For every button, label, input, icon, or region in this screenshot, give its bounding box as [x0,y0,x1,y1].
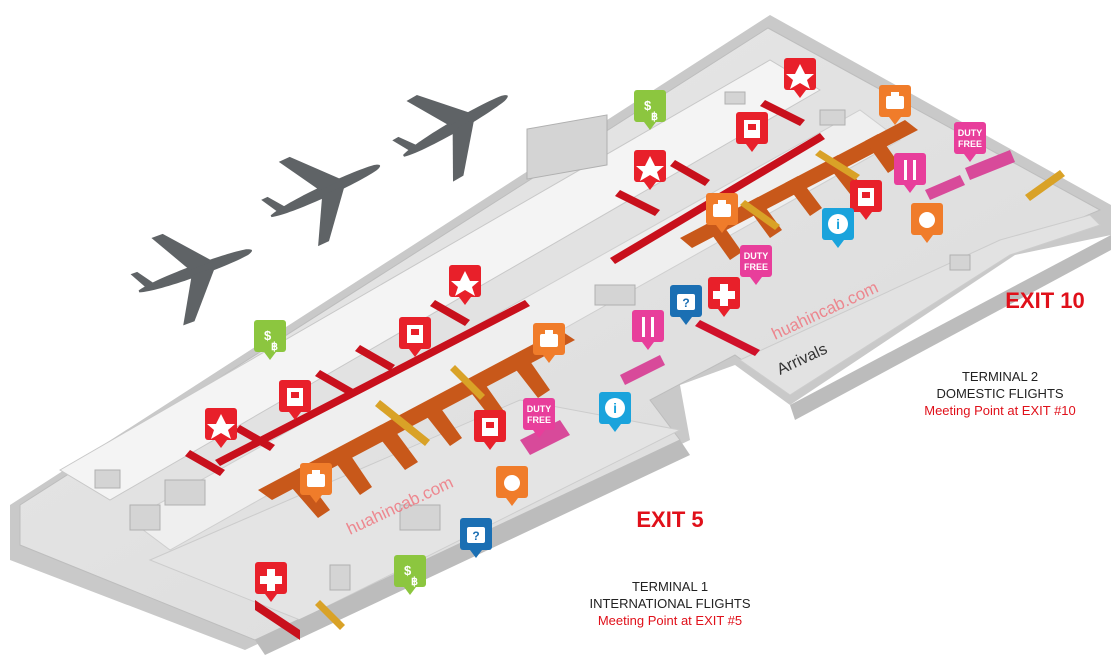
information-icon: i [599,392,631,432]
terminal-2-title: TERMINAL 2 [961,369,1039,384]
svg-text:FREE: FREE [527,415,551,425]
kiosks [94,91,971,591]
baggage-claim-icon [300,463,332,503]
currency-exchange-icon: $฿ [394,555,426,595]
security-icon [784,58,816,98]
airplanes [130,95,508,326]
svg-text:FREE: FREE [958,139,982,149]
security-icon [634,150,666,190]
svg-text:i: i [836,216,840,232]
lost-property-icon [911,203,943,243]
terminal-1-meeting-point: Meeting Point at EXIT #5 [597,613,743,628]
security-icon [449,265,481,305]
terminal-2-meeting-point: Meeting Point at EXIT #10 [924,403,1076,418]
svg-text:$: $ [404,563,412,578]
exit-10-label: EXIT 10 [1005,288,1085,313]
svg-text:$: $ [644,98,652,113]
svg-text:฿: ฿ [271,341,278,353]
first-aid-icon [255,562,287,602]
exit-5-label: EXIT 5 [636,507,704,532]
terminal-1-info: TERMINAL 1 INTERNATIONAL FLIGHTS Meeting… [560,578,780,629]
airplane-icon [130,233,252,326]
terminal-2-info: TERMINAL 2 DOMESTIC FLIGHTS Meeting Poin… [905,368,1095,419]
customs-icon [474,410,506,450]
svg-text:DUTY: DUTY [958,128,983,138]
security-icon [205,408,237,448]
svg-text:DUTY: DUTY [744,251,769,261]
svg-text:i: i [613,400,617,416]
svg-text:?: ? [472,529,479,543]
baggage-claim-icon [879,85,911,125]
svg-text:฿: ฿ [651,111,658,123]
currency-exchange-icon: $฿ [634,90,666,130]
duty-free-shops [520,150,1015,455]
restaurant-icon [632,310,664,350]
svg-text:?: ? [682,296,689,310]
customs-icon [850,180,882,220]
jetways [258,120,918,518]
customs-icon [399,317,431,357]
first-aid-icon [708,277,740,317]
currency-exchange-icon: $฿ [254,320,286,360]
counter-rows [185,100,805,640]
lost-property-icon [496,466,528,506]
baggage-claim-icon [706,193,738,233]
baggage-claim-icon [533,323,565,363]
airplane-icon [261,156,381,247]
terminal-1-title: TERMINAL 1 [631,579,709,594]
left-luggage-icon: ? [460,518,492,558]
terminal-2-subtitle: DOMESTIC FLIGHTS [936,386,1064,401]
svg-text:DUTY: DUTY [527,404,552,414]
svg-text:$: $ [264,328,272,343]
left-luggage-icon: ? [670,285,702,325]
information-icon: i [822,208,854,248]
walkways [315,150,1065,630]
svg-text:฿: ฿ [411,576,418,588]
customs-icon [736,112,768,152]
restaurant-icon [894,153,926,193]
terminal-1-subtitle: INTERNATIONAL FLIGHTS [589,596,751,611]
airplane-icon [392,95,508,182]
svg-text:FREE: FREE [744,262,768,272]
customs-icon [279,380,311,420]
